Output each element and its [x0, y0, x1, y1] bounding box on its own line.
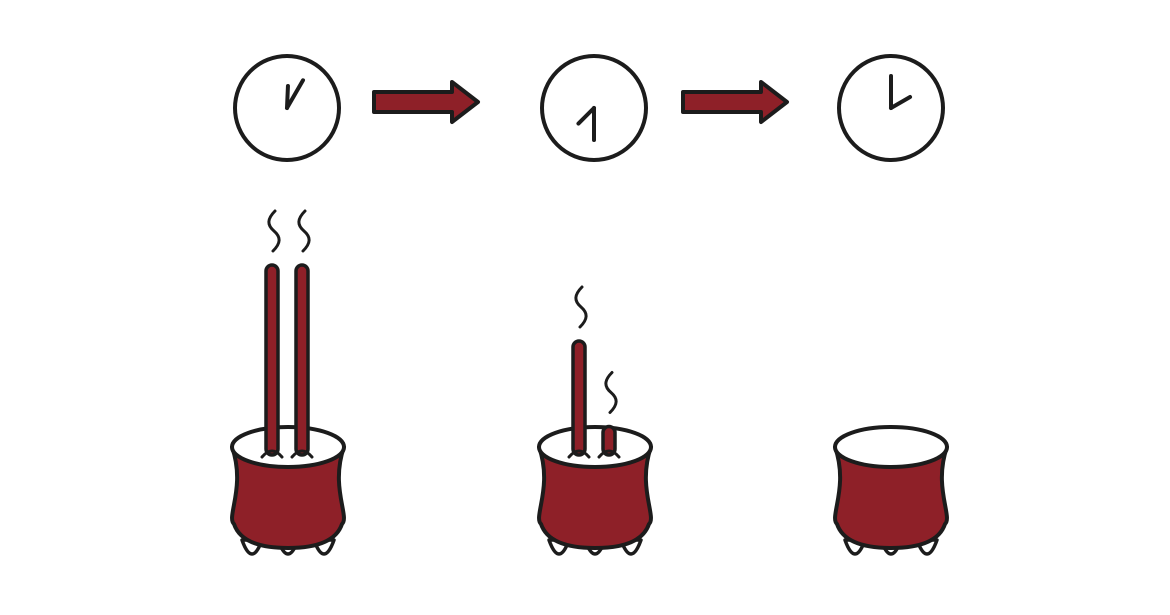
burner-body: [537, 445, 653, 550]
incense-stick: [601, 424, 617, 457]
clock-hour-hand: [576, 106, 596, 126]
smoke-wisp-icon: [267, 209, 281, 253]
burner-rim: [230, 425, 346, 469]
incense-stick: [571, 339, 587, 457]
ash-mound: [567, 449, 591, 459]
clock-icon: [837, 54, 945, 162]
smoke-wisp-icon: [604, 371, 618, 414]
burner-body: [833, 445, 949, 550]
incense-stick: [264, 263, 280, 457]
clock-icon: [540, 54, 648, 162]
ash-mound: [290, 449, 314, 459]
right-arrow-icon: [372, 80, 480, 124]
right-arrow-icon: [681, 80, 789, 124]
smoke-wisp-icon: [574, 285, 588, 329]
incense-burner: [833, 425, 949, 556]
clock-hour-hand: [889, 95, 913, 110]
burner-body: [230, 445, 346, 550]
arrows: [372, 80, 789, 124]
clock-icon: [233, 54, 341, 162]
clocks: [233, 54, 945, 162]
ash-mound: [260, 449, 284, 459]
incense-burner: [537, 285, 653, 556]
burner-rim: [537, 425, 653, 469]
incense-burner: [230, 209, 346, 556]
clock-minute-hand: [285, 78, 305, 110]
incense-burners: [230, 209, 949, 556]
burner-rim: [833, 425, 949, 469]
smoke-wisp-icon: [297, 209, 311, 253]
ash-mound: [597, 449, 621, 459]
incense-stick: [294, 263, 310, 457]
